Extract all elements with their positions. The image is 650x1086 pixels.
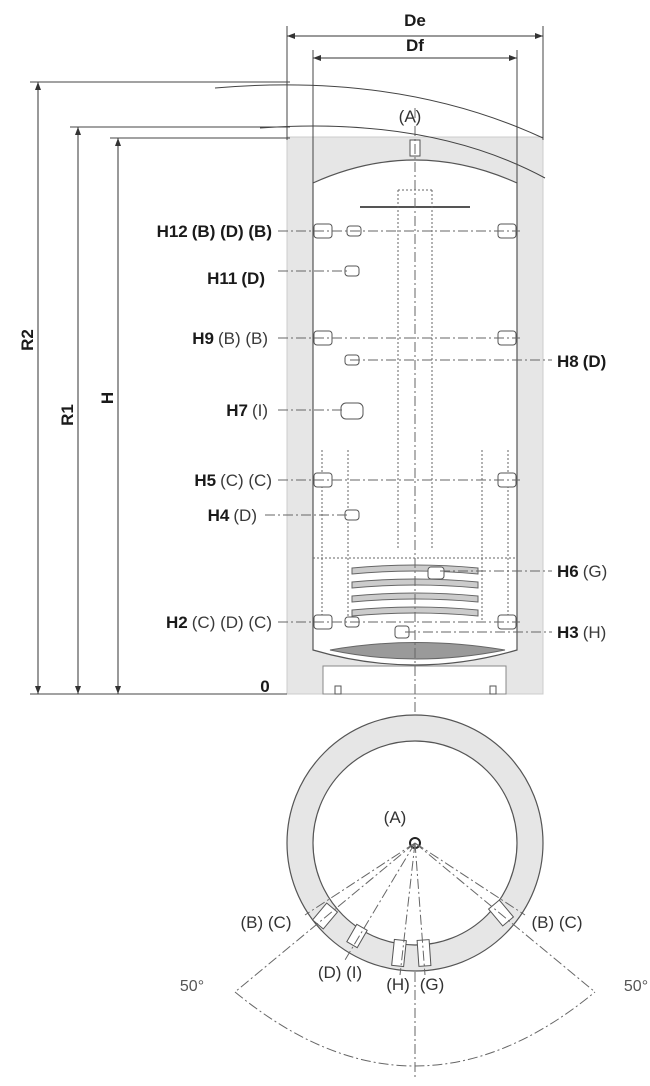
side-view: De Df R2 R1 H 0 (A) H12(B) (D) (B) H11(D…: [18, 11, 607, 1080]
level-h3: H3(H): [557, 623, 606, 642]
level-h11: H11(D): [207, 269, 265, 288]
dim-zero: 0: [260, 677, 269, 696]
tank-body: [312, 159, 518, 666]
dimension-lines: [30, 26, 546, 695]
dim-h: H: [98, 392, 117, 404]
label-a-top: (A): [384, 808, 407, 827]
level-h7: H7(I): [226, 401, 268, 420]
level-h12: H12(B) (D) (B): [157, 222, 272, 241]
label-h-top: (H): [386, 975, 410, 994]
dim-r2: R2: [18, 329, 37, 351]
dim-df: Df: [406, 36, 424, 55]
radial-lines: [234, 842, 596, 1067]
label-di: (D) (I): [318, 963, 362, 982]
heating-coil: [329, 564, 506, 660]
dim-r1: R1: [58, 404, 77, 426]
side-plates: [321, 450, 509, 620]
label-g-top: (G): [420, 975, 445, 994]
level-h9: H9(B) (B): [192, 329, 268, 348]
level-h4: H4(D): [208, 506, 257, 525]
label-bc-right: (B) (C): [532, 913, 583, 932]
dim-de: De: [404, 11, 426, 30]
level-leaders: [265, 230, 552, 633]
label-a-side: (A): [399, 107, 422, 126]
ring-stubs: [311, 899, 515, 968]
label-bc-left: (B) (C): [241, 913, 292, 932]
foot-left: [334, 685, 342, 695]
level-h5: H5(C) (C): [194, 471, 272, 490]
level-h6: H6(G): [557, 562, 607, 581]
top-view: (A) (B) (C) (B) (C) (D) (I) (H) (G) 50° …: [180, 714, 648, 1067]
angle-left: 50°: [180, 978, 204, 995]
foot-right: [489, 685, 497, 695]
level-h2: H2(C) (D) (C): [166, 613, 272, 632]
level-h8: H8(D): [557, 352, 606, 371]
angle-right: 50°: [624, 978, 648, 995]
